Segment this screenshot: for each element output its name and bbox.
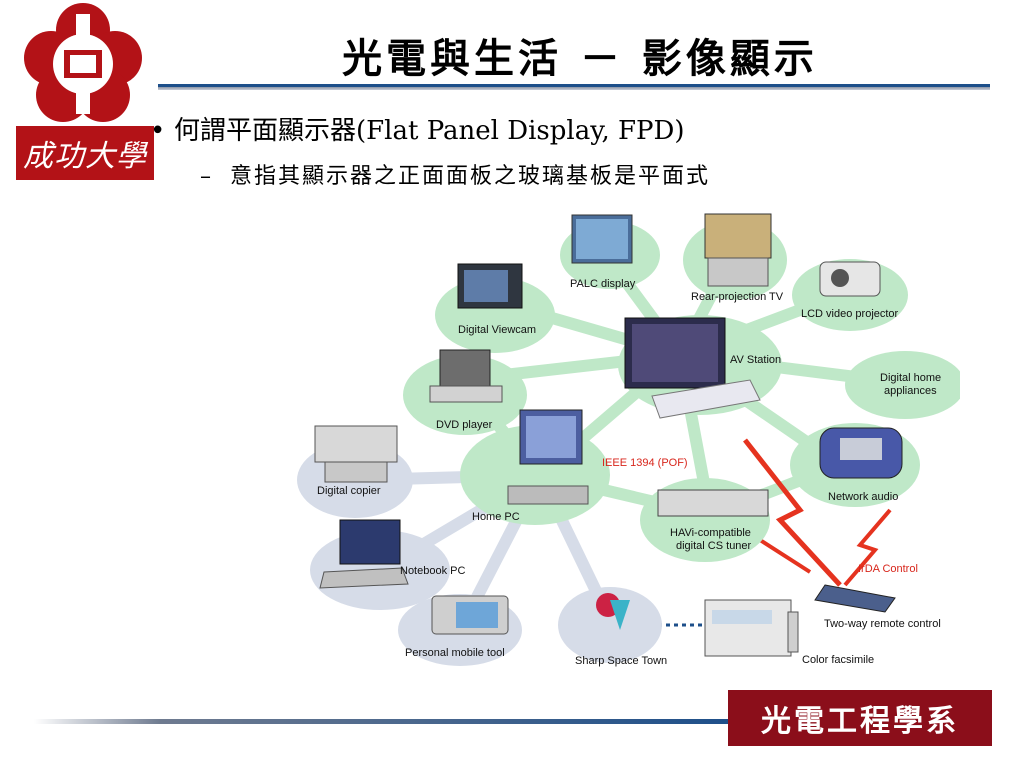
flower-emblem-icon: [24, 3, 142, 122]
label-havi-2: digital CS tuner: [676, 540, 752, 552]
node-lcd-projector: [792, 259, 908, 331]
label-appliances-1: Digital home: [880, 372, 941, 384]
label-network-audio: Network audio: [828, 491, 898, 503]
label-copier: Digital copier: [317, 485, 381, 497]
label-notebook: Notebook PC: [400, 565, 465, 577]
node-remote: [814, 584, 896, 613]
irda-lightning-icon-2: [843, 508, 892, 587]
footer-divider: [34, 719, 734, 724]
label-remote: Two-way remote control: [824, 618, 941, 630]
logo-caption: 成功大學: [16, 126, 154, 180]
node-havi-tuner: [640, 478, 770, 562]
irda-lightning-icon-3: [758, 538, 812, 574]
bullet-point: • 何謂平面顯示器(Flat Panel Display, FPD): [150, 110, 685, 147]
irda-lightning-icon: [743, 438, 842, 587]
node-network-audio: [790, 423, 920, 507]
node-space-town: [558, 587, 662, 663]
node-appliances: [845, 351, 960, 419]
sub-bullet: –意指其顯示器之正面面板之玻璃基板是平面式: [200, 158, 710, 190]
label-dvd: DVD player: [436, 419, 493, 431]
label-av-station: AV Station: [730, 354, 781, 366]
label-irda: IrDA Control: [858, 563, 918, 575]
label-appliances-2: appliances: [884, 385, 937, 397]
node-mobile: [398, 594, 522, 666]
label-rear-projection: Rear-projection TV: [691, 291, 784, 303]
label-havi-1: HAVi-compatible: [670, 527, 751, 539]
node-fax: [704, 599, 799, 657]
label-palc: PALC display: [570, 278, 636, 290]
node-av-station: [618, 315, 782, 419]
fpd-network-diagram: PALC display Rear-projection TV LCD vide…: [297, 213, 960, 667]
label-home-pc: Home PC: [472, 511, 520, 523]
node-copier: [297, 425, 413, 518]
dash-icon: –: [200, 164, 213, 189]
node-notebook: [310, 519, 450, 610]
node-palc: [560, 214, 660, 289]
university-logo: [18, 0, 148, 128]
node-viewcam: [435, 263, 555, 353]
node-dvd: [403, 349, 527, 435]
node-rear-projection: [683, 213, 787, 300]
title-divider: [158, 84, 990, 90]
node-home-pc: [460, 409, 610, 525]
label-space-town: Sharp Space Town: [575, 655, 667, 667]
label-ieee: IEEE 1394 (POF): [602, 457, 688, 469]
page-title: 光電與生活 － 影像顯示: [342, 35, 818, 82]
label-mobile: Personal mobile tool: [405, 647, 505, 659]
label-fax: Color facsimile: [802, 654, 874, 666]
sub-bullet-text: 意指其顯示器之正面面板之玻璃基板是平面式: [230, 164, 711, 189]
bullet-dot-icon: •: [150, 116, 166, 146]
department-badge: 光電工程學系: [728, 690, 992, 746]
label-viewcam: Digital Viewcam: [458, 324, 536, 336]
label-lcd-projector: LCD video projector: [801, 308, 899, 320]
bullet-text: 何謂平面顯示器(Flat Panel Display, FPD): [174, 116, 685, 146]
